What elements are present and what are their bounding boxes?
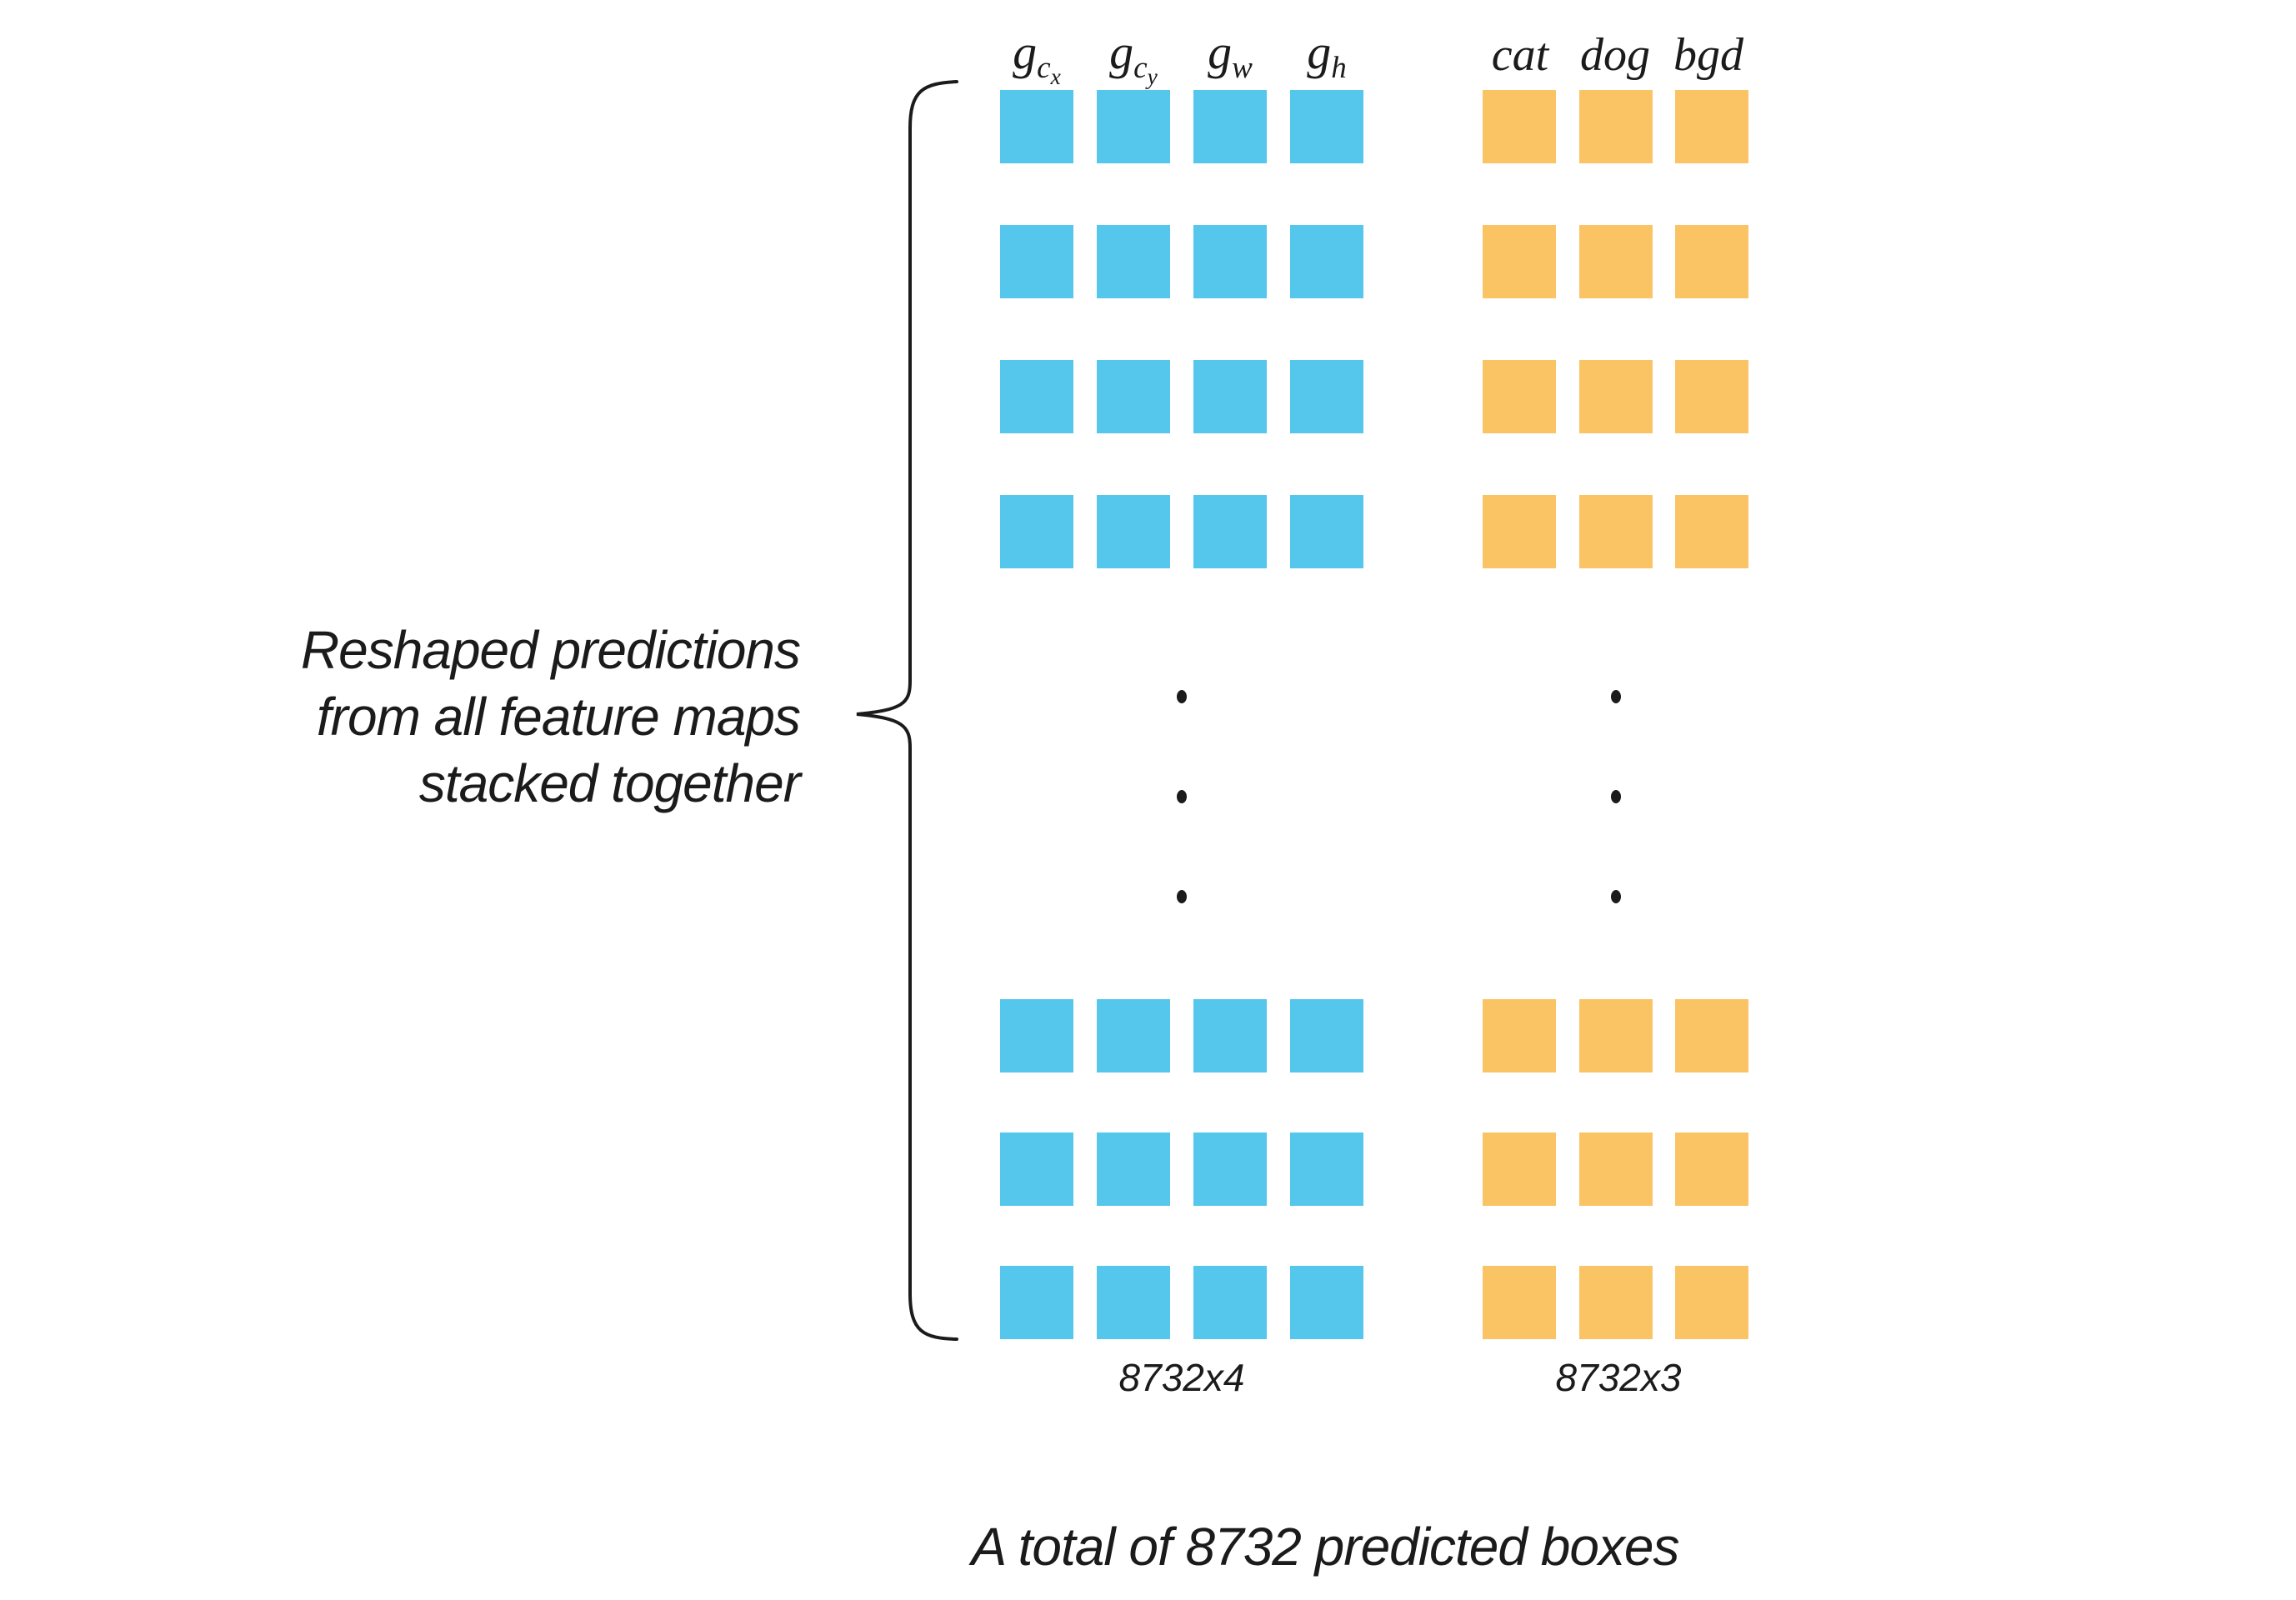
class-cell [1579,90,1653,163]
loc-cell [1290,360,1363,433]
left-annotation-line-3: stacked together [418,753,801,813]
ellipsis-dot [1177,890,1187,903]
loc-cell [1290,1266,1363,1339]
class-cell [1675,1132,1748,1206]
class-cell [1483,360,1556,433]
class-cell [1483,495,1556,568]
class-column-header-bgd: bgd [1673,29,1743,81]
loc-column-header-gw: gw [1208,28,1253,89]
loc-column-header-gh: gh [1307,28,1347,89]
loc-column-header-gcx: gcx [1013,28,1061,89]
left-annotation: Reshaped predictions from all feature ma… [50,617,801,817]
math-sub: c [1037,51,1051,86]
loc-cell [1097,1266,1170,1339]
math-sub: h [1331,51,1347,86]
class-cell [1483,225,1556,298]
brace-path [856,80,958,1341]
loc-cell [1290,495,1363,568]
left-annotation-line-1: Reshaped predictions [300,620,801,680]
class-cell [1483,1266,1556,1339]
math-subsub: x [1050,64,1061,90]
loc-cell [1000,1266,1073,1339]
math-base: g [1307,25,1332,79]
class-cell [1483,90,1556,163]
ellipsis-dot [1611,890,1621,903]
loc-cell [1000,90,1073,163]
class-matrix-shape-caption: 8732x3 [1555,1356,1682,1399]
class-cell [1579,999,1653,1072]
math-base: g [1109,25,1134,79]
loc-cell [1097,495,1170,568]
class-column-header-cat: cat [1491,29,1549,81]
math-sub: w [1232,51,1253,86]
loc-matrix-shape-caption: 8732x4 [1118,1356,1245,1399]
loc-cell [1097,90,1170,163]
class-cell [1579,495,1653,568]
loc-cell [1193,225,1267,298]
class-cell [1675,1266,1748,1339]
class-cell [1579,1266,1653,1339]
left-annotation-line-2: from all feature maps [316,687,801,747]
loc-cell [1097,999,1170,1072]
loc-cell [1290,225,1363,298]
class-cell [1675,360,1748,433]
ellipsis-dot [1611,690,1621,703]
loc-cell [1193,90,1267,163]
loc-cell [1000,495,1073,568]
class-cell [1579,225,1653,298]
class-cell [1675,225,1748,298]
class-cell [1579,360,1653,433]
class-cell [1483,1132,1556,1206]
loc-cell [1193,1266,1267,1339]
loc-cell [1290,999,1363,1072]
loc-cell [1193,999,1267,1072]
ellipsis-dot [1177,790,1187,803]
loc-cell [1193,360,1267,433]
class-cell [1675,90,1748,163]
ellipsis-dot [1611,790,1621,803]
class-cell [1675,999,1748,1072]
ellipsis-dot [1177,690,1187,703]
loc-cell [1290,1132,1363,1206]
loc-cell [1000,999,1073,1072]
class-column-header-dog: dog [1580,29,1650,81]
class-cell [1579,1132,1653,1206]
math-base: g [1208,25,1233,79]
math-sub: c [1133,51,1148,86]
math-base: g [1013,25,1038,79]
loc-cell [1290,90,1363,163]
loc-cell [1000,360,1073,433]
loc-cell [1193,1132,1267,1206]
total-boxes-caption: A total of 8732 predicted boxes [971,1517,1680,1577]
loc-cell [1000,1132,1073,1206]
loc-cell [1097,225,1170,298]
loc-cell [1097,1132,1170,1206]
class-cell [1483,999,1556,1072]
loc-cell [1193,495,1267,568]
class-cell [1675,495,1748,568]
math-subsub: y [1147,64,1158,90]
loc-cell [1097,360,1170,433]
loc-column-header-gcy: gcy [1109,28,1158,89]
loc-cell [1000,225,1073,298]
